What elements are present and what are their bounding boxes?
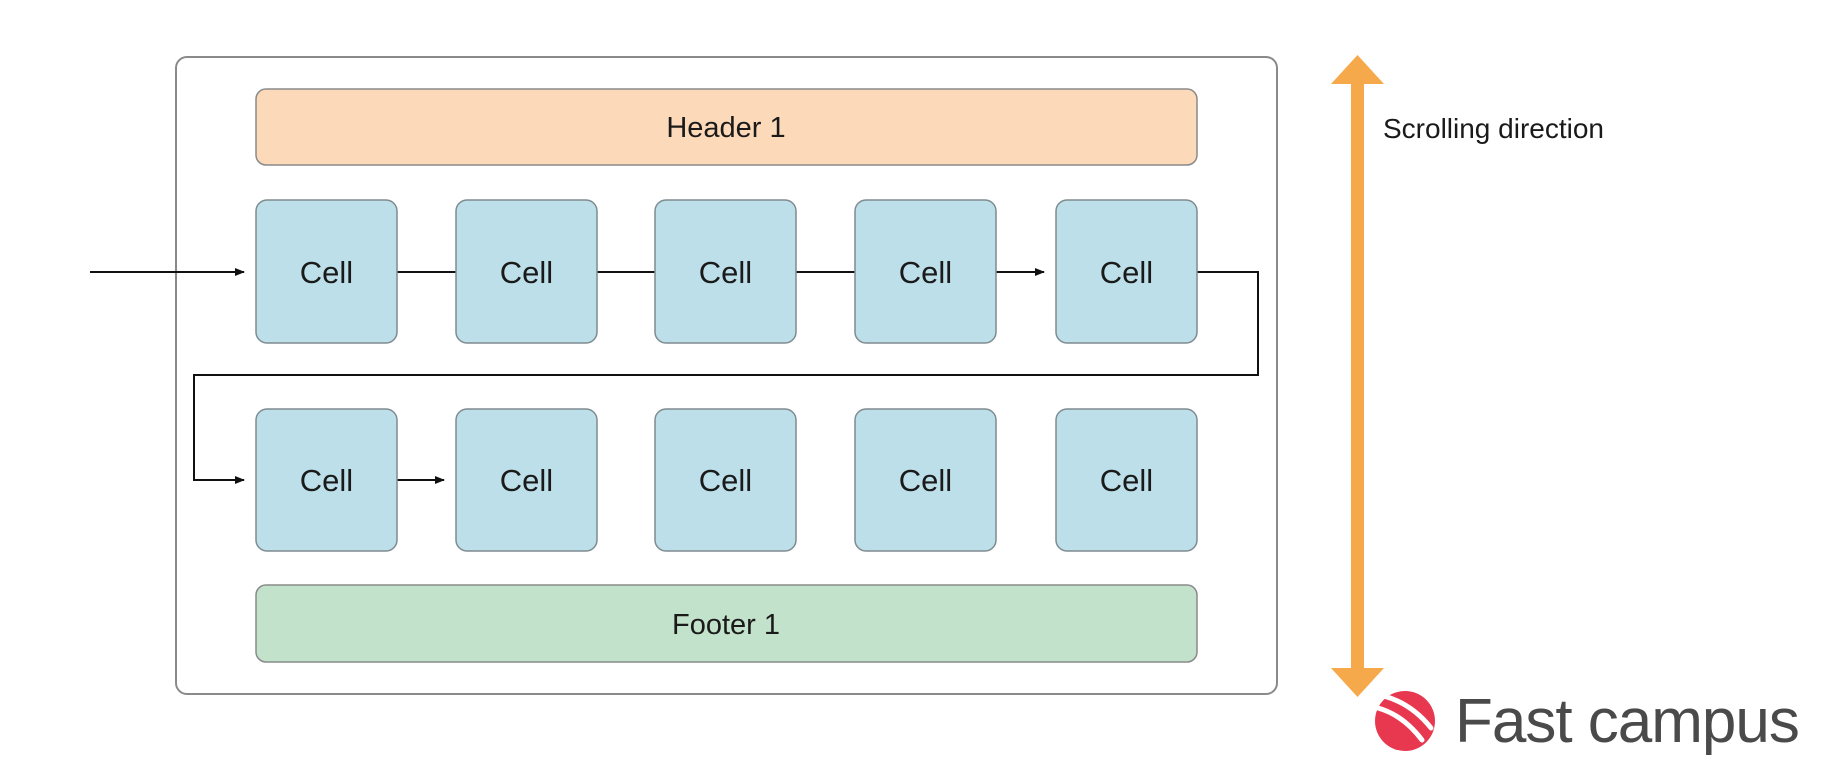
cell-box [455, 199, 598, 344]
cell-box [854, 199, 997, 344]
cell: Cell [654, 408, 797, 552]
cell-label: Cell [300, 255, 353, 290]
cell-box [654, 408, 797, 552]
cell-label: Cell [699, 255, 752, 290]
cell: Cell [1055, 408, 1198, 552]
cell-label: Cell [699, 463, 752, 498]
cell: Cell [854, 408, 997, 552]
header-box [255, 88, 1198, 166]
cell-row-2: Cell Cell Cell Cell Cell [255, 408, 1198, 552]
footer-band: Footer 1 [255, 584, 1198, 663]
cell-row-1: Cell Cell Cell Cell Cell [255, 199, 1198, 344]
scroll-direction-arrow [1331, 55, 1384, 697]
cell-box [255, 408, 398, 552]
flow-arrows [90, 268, 1045, 484]
cell-label: Cell [899, 255, 952, 290]
scroll-direction-label: Scrolling direction [1383, 113, 1604, 144]
fastcampus-logo-icon [1375, 691, 1435, 751]
fastcampus-logo-text: Fast campus [1455, 687, 1799, 756]
cell-label: Cell [1100, 255, 1153, 290]
fastcampus-logo: Fast campus [1375, 687, 1800, 756]
cell: Cell [255, 199, 398, 344]
cell-box [255, 199, 398, 344]
cell-box [455, 408, 598, 552]
footer-label: Footer 1 [672, 609, 780, 641]
cell-box [1055, 199, 1198, 344]
scroll-arrow-up-head [1331, 55, 1384, 84]
cell-box [1055, 408, 1198, 552]
cell-box [654, 199, 797, 344]
cell-label: Cell [500, 463, 553, 498]
cell-box [854, 408, 997, 552]
cell: Cell [654, 199, 797, 344]
cell: Cell [854, 199, 997, 344]
scroll-arrow-shaft [1351, 78, 1364, 680]
cell-label: Cell [300, 463, 353, 498]
flow-lines [193, 271, 1259, 481]
header-label: Header 1 [666, 112, 785, 144]
cell-label: Cell [899, 463, 952, 498]
cell: Cell [455, 199, 598, 344]
wrap-connector-line [193, 271, 1259, 481]
header-band: Header 1 [255, 88, 1198, 166]
footer-box [255, 584, 1198, 663]
cell-label: Cell [500, 255, 553, 290]
cell: Cell [255, 408, 398, 552]
cell: Cell [455, 408, 598, 552]
cell: Cell [1055, 199, 1198, 344]
scroll-arrow-down-head [1331, 668, 1384, 697]
cell-label: Cell [1100, 463, 1153, 498]
